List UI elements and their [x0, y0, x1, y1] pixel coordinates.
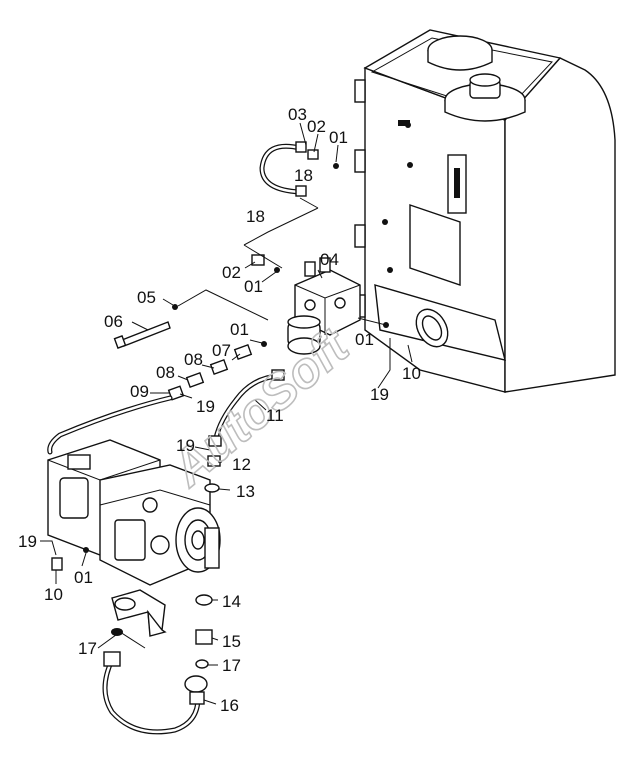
hydraulic-tank [354, 29, 616, 393]
callout-labels: 03 02 01 18 18 04 02 01 05 06 01 07 08 0… [18, 105, 421, 715]
callout-01: 01 [244, 277, 263, 296]
callout-10: 10 [402, 364, 421, 383]
filter-manifold-04 [172, 254, 389, 355]
callout-19: 19 [176, 436, 195, 455]
callout-09: 09 [130, 382, 149, 401]
callout-03: 03 [288, 105, 307, 124]
bolt-06 [113, 321, 171, 349]
callout-14: 14 [222, 592, 241, 611]
callout-01: 01 [329, 128, 348, 147]
leader-lines [40, 122, 413, 705]
hose-09 [47, 395, 173, 455]
callout-19: 19 [370, 385, 389, 404]
fittings-13-14-15 [195, 483, 220, 669]
callout-06: 06 [104, 312, 123, 331]
callout-17: 17 [78, 639, 97, 658]
callout-08: 08 [156, 363, 175, 382]
watermark-text: AutoSoft [160, 316, 361, 497]
callout-08: 08 [184, 350, 203, 369]
elbow-flange [111, 589, 167, 637]
callout-05: 05 [137, 288, 156, 307]
hose-18-upper [259, 141, 339, 197]
callout-19: 19 [18, 532, 37, 551]
fittings-07-08 [167, 344, 253, 401]
hose-11 [208, 369, 285, 447]
callout-19: 19 [196, 397, 215, 416]
callout-17: 17 [222, 656, 241, 675]
callout-01: 01 [230, 320, 249, 339]
callout-18: 18 [246, 207, 265, 226]
callout-01: 01 [74, 568, 93, 587]
callout-13: 13 [236, 482, 255, 501]
hose-16 [102, 651, 208, 735]
callout-02: 02 [307, 117, 326, 136]
callout-07: 07 [212, 341, 231, 360]
callout-16: 16 [220, 696, 239, 715]
callout-18: 18 [294, 166, 313, 185]
callout-12: 12 [232, 455, 251, 474]
callout-04: 04 [320, 250, 339, 269]
callout-02: 02 [222, 263, 241, 282]
callout-11: 11 [266, 406, 284, 425]
callout-15: 15 [222, 632, 241, 651]
callout-10: 10 [44, 585, 63, 604]
hydraulic-pump [47, 439, 221, 586]
callout-01: 01 [355, 330, 374, 349]
